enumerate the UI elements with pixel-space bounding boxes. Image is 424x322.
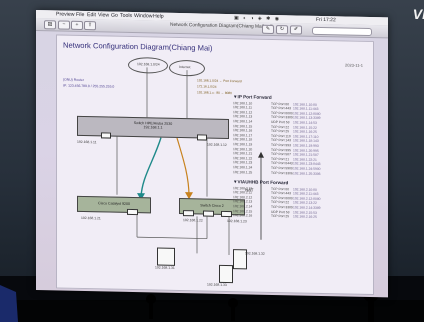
row-ip: 192.168.1.25 xyxy=(233,169,253,175)
right-switch-port xyxy=(221,210,232,218)
port-right-ip: 192.168.1.12 xyxy=(207,142,227,147)
room-desk xyxy=(0,300,424,322)
orange-arrowhead xyxy=(185,192,193,200)
row-protocol: TCP Port 25 xyxy=(271,214,290,219)
microphone xyxy=(146,294,156,304)
markup-icon[interactable]: ✎ xyxy=(262,24,274,34)
projected-screen: Preview File Edit View Go Tools Window H… xyxy=(36,10,388,298)
zoom-in-icon[interactable]: + xyxy=(71,20,83,30)
top-note-2: 172.16.1.0/24 xyxy=(197,84,217,89)
vlan-left-ip: 192.168.1.21 xyxy=(81,215,101,221)
microphone-stand xyxy=(149,301,153,319)
row-protocol: TCP Port 3306 xyxy=(271,170,293,175)
link-line xyxy=(137,236,207,239)
menu-help[interactable]: Help xyxy=(153,13,164,20)
person-shoulder xyxy=(0,285,18,322)
menu-clock: Fri 17:22 xyxy=(316,16,336,24)
annotate-icon[interactable]: ✐ xyxy=(290,25,302,35)
rotate-icon[interactable]: ↻ xyxy=(276,25,288,35)
microphone-stand xyxy=(231,305,235,321)
menu-view[interactable]: View xyxy=(98,12,110,19)
core-port-right xyxy=(197,134,207,141)
router-note: (ONU) Router xyxy=(63,77,84,83)
server-box-a xyxy=(157,247,175,266)
microphone xyxy=(228,298,238,308)
menu-go[interactable]: Go xyxy=(111,12,118,19)
window-title: Network Configuration Diagram(Chiang Mai… xyxy=(170,22,273,30)
internet-cloud-label: Internet xyxy=(179,64,191,70)
overlay-text: VI xyxy=(412,6,424,22)
server-b-ip: 192.168.1.32 xyxy=(245,251,265,256)
isp-cloud-label: 192.168.1.0/24 xyxy=(137,62,160,67)
right-switch-port xyxy=(203,210,214,217)
nat-arrow-icon xyxy=(258,151,264,158)
network-diagram xyxy=(116,67,264,256)
menu-tools[interactable]: Tools xyxy=(120,12,133,20)
search-input[interactable] xyxy=(312,26,372,37)
menu-file[interactable]: File xyxy=(76,11,85,19)
top-note-3: 192.168.1.x : 80 → 8080 xyxy=(197,90,232,96)
microphone-stand xyxy=(368,298,374,322)
server-c-ip: 192.168.1.33 xyxy=(207,282,227,287)
server-a-ip: 192.168.1.31 xyxy=(155,265,175,270)
menu-edit[interactable]: Edit xyxy=(87,12,96,19)
zoom-out-icon[interactable]: − xyxy=(58,20,70,30)
teal-arrow xyxy=(140,137,162,198)
left-switch-label: Cisco Catalyst 9200 xyxy=(98,201,130,206)
port-left-ip: 192.168.1.11 xyxy=(77,139,97,145)
right-switch-port xyxy=(183,210,194,217)
menu-app[interactable]: Preview xyxy=(56,11,75,18)
server-box-c xyxy=(219,264,233,284)
row-ip: 192.168.2.16 xyxy=(233,213,253,218)
status-icons[interactable]: ▣ ◐ ◑ ◈ ✱ ◉ xyxy=(234,15,281,23)
share-icon[interactable]: ⇪ xyxy=(84,21,96,31)
sidebar-toggle-icon[interactable]: ▤ xyxy=(44,20,56,30)
core-port-left xyxy=(101,132,111,139)
row-target: 192.168.1.25:3306 xyxy=(293,170,321,176)
orange-arrow xyxy=(176,137,190,197)
pdf-page: Network Configuration Diagram(Chiang Mai… xyxy=(56,34,374,296)
left-switch-port xyxy=(127,208,138,216)
vlan-far-ip: 192.168.1.23 xyxy=(227,219,247,224)
vlan-right-ip: 192.168.1.22 xyxy=(183,218,203,223)
left-switch-box: Cisco Catalyst 9200 xyxy=(77,195,151,214)
row-target: 192.168.2.16:25 xyxy=(293,214,317,220)
menu-window[interactable]: Window xyxy=(134,13,153,20)
